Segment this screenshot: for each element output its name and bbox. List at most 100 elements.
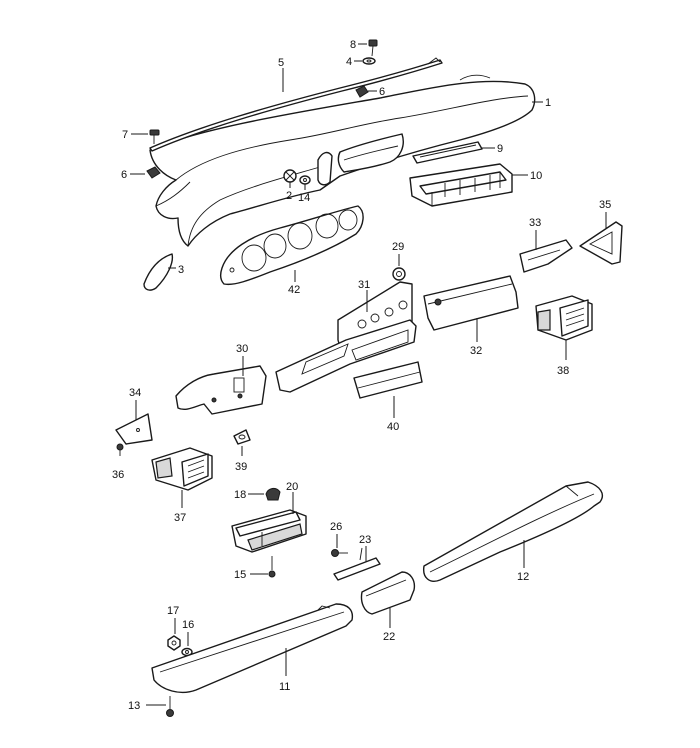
label-6-top-text: 6 — [379, 86, 385, 98]
label-22-text: 22 — [383, 631, 395, 643]
label-36: 36 — [112, 469, 124, 481]
knob-part — [265, 487, 281, 501]
label-2-text: 2 — [286, 190, 292, 202]
washer-part — [299, 175, 311, 185]
console-trim-frame-part — [275, 319, 417, 393]
label-31: 31 — [358, 279, 370, 312]
label-1: 1 — [532, 97, 551, 109]
screw-part — [268, 556, 276, 578]
label-9-text: 9 — [497, 143, 503, 155]
screw-part — [116, 443, 124, 456]
nut-part — [167, 635, 181, 651]
label-15: 15 — [234, 569, 268, 581]
label-42: 42 — [288, 270, 300, 296]
label-23: 23 — [359, 534, 371, 562]
screw-part — [368, 39, 378, 57]
screw-part — [331, 549, 348, 557]
label-26-text: 26 — [330, 521, 342, 533]
instrument-cluster-trim-part — [219, 205, 364, 286]
label-38: 38 — [557, 340, 569, 377]
label-23-text: 23 — [359, 534, 371, 546]
label-35-text: 35 — [599, 199, 611, 211]
label-22: 22 — [383, 608, 395, 643]
label-7-text: 7 — [122, 129, 128, 141]
label-4: 4 — [346, 56, 362, 68]
label-3-text: 3 — [178, 264, 184, 276]
washer-part — [362, 57, 376, 65]
label-20: 20 — [286, 481, 298, 514]
label-33: 33 — [529, 217, 541, 250]
clip-part — [146, 166, 161, 179]
label-11-text: 11 — [279, 681, 290, 693]
corner-trim-part — [579, 221, 623, 265]
label-9: 9 — [482, 143, 503, 155]
glovebox-lid-part — [423, 275, 519, 331]
label-6-top: 6 — [368, 86, 385, 98]
label-11: 11 — [279, 648, 290, 693]
console-side-bracket-part — [175, 365, 267, 415]
label-14-text: 14 — [298, 192, 310, 204]
label-39-text: 39 — [235, 461, 247, 473]
label-2: 2 — [286, 182, 292, 202]
label-3: 3 — [168, 264, 184, 276]
console-storage-box-part — [231, 509, 307, 553]
label-32: 32 — [470, 318, 482, 357]
label-40-text: 40 — [387, 421, 399, 433]
label-17-text: 17 — [167, 605, 179, 617]
label-4-text: 4 — [346, 56, 352, 68]
label-10: 10 — [512, 170, 542, 182]
label-42-text: 42 — [288, 284, 300, 296]
label-30: 30 — [236, 343, 248, 376]
mounting-plate-part — [115, 413, 153, 445]
vent-flap-part — [519, 239, 573, 273]
label-6-left-text: 6 — [121, 169, 127, 181]
label-31-text: 31 — [358, 279, 370, 291]
label-37: 37 — [174, 490, 186, 524]
right-knee-pad-part — [423, 481, 604, 582]
label-16: 16 — [182, 619, 194, 646]
label-37-text: 37 — [174, 512, 186, 524]
label-13: 13 — [128, 700, 166, 712]
side-air-vent-part — [535, 295, 593, 341]
label-8: 8 — [350, 39, 367, 51]
label-16-text: 16 — [182, 619, 194, 631]
label-34-text: 34 — [129, 387, 141, 399]
grommet-part — [233, 429, 251, 445]
knob-part — [392, 267, 406, 281]
side-cover-part — [143, 253, 174, 291]
label-12: 12 — [517, 540, 529, 583]
label-40: 40 — [387, 396, 399, 433]
label-35: 35 — [599, 199, 611, 228]
trim-strip-part — [412, 141, 483, 164]
label-39: 39 — [235, 446, 247, 473]
label-36-text: 36 — [112, 469, 124, 481]
label-29: 29 — [392, 241, 404, 266]
label-18-text: 18 — [234, 489, 246, 501]
label-5: 5 — [278, 57, 284, 92]
label-33-text: 33 — [529, 217, 541, 229]
air-outlet-housing-part — [151, 447, 213, 491]
end-cap-part — [360, 571, 416, 615]
screw-part — [166, 696, 174, 717]
label-8-text: 8 — [350, 39, 356, 51]
label-38-text: 38 — [557, 365, 569, 377]
label-32-text: 32 — [470, 345, 482, 357]
label-17: 17 — [167, 605, 179, 634]
label-13-text: 13 — [128, 700, 140, 712]
label-20-text: 20 — [286, 481, 298, 493]
label-26: 26 — [330, 521, 342, 548]
left-knee-pad-part — [151, 603, 354, 694]
ashtray-cover-part — [353, 361, 423, 399]
label-10-text: 10 — [530, 170, 542, 182]
label-5-text: 5 — [278, 57, 284, 69]
screw-part — [149, 129, 160, 144]
label-18: 18 — [234, 489, 264, 501]
label-7: 7 — [122, 129, 148, 141]
label-30-text: 30 — [236, 343, 248, 355]
label-14: 14 — [298, 184, 310, 204]
label-12-text: 12 — [517, 571, 529, 583]
label-6-left: 6 — [121, 169, 145, 181]
label-15-text: 15 — [234, 569, 246, 581]
dashboard-carrier-part — [149, 74, 536, 247]
